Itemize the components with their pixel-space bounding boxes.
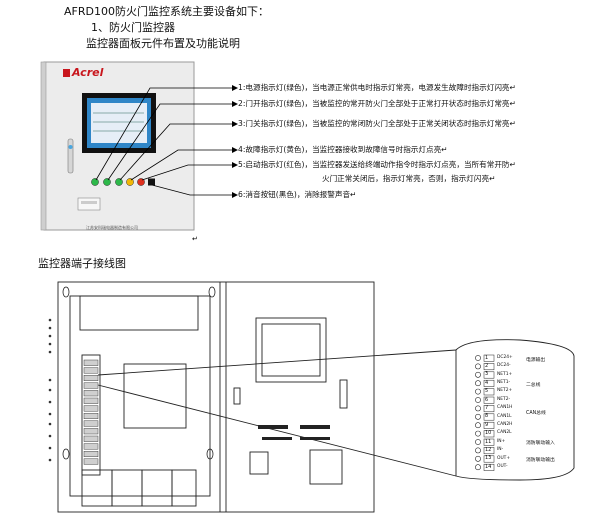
section-subtitle: 监控器面板元件布置及功能说明 — [86, 37, 240, 50]
callout-2: 2:门开指示灯(绿色)，当被监控的常开防火门全部处于正常打开状态时指示灯常亮↵ — [238, 99, 516, 108]
terminal-code: NET2+ — [497, 388, 513, 394]
led-door-open — [103, 178, 111, 186]
terminal-group-label: 消防联动输出 — [526, 458, 555, 463]
callout-3: 3:门关指示灯(绿色)，当被监控的常闭防火门全部处于正常关闭状态时指示灯常亮↵ — [238, 119, 516, 128]
terminal-number: 4 — [485, 379, 489, 386]
terminal-slot — [83, 367, 99, 374]
terminal-screw — [475, 388, 481, 395]
callout-6: 6:消音按钮(黑色)，消除报警声音↵ — [238, 190, 357, 199]
terminal-screw — [475, 430, 481, 437]
terminal-screw — [475, 413, 481, 420]
terminal-screw — [475, 371, 481, 378]
terminal-number: 14 — [485, 463, 492, 470]
terminal-number: 6 — [485, 396, 489, 403]
terminal-group-label: 电源输出 — [526, 358, 546, 363]
terminal-slot — [83, 382, 99, 389]
led-fault — [126, 178, 134, 186]
terminal-screw — [475, 455, 481, 462]
terminal-number: 2 — [485, 363, 489, 369]
terminal-number: 7 — [485, 405, 489, 411]
terminal-screw — [475, 439, 481, 445]
terminal-group-label: CAN总线 — [526, 411, 546, 416]
terminal-screw — [475, 397, 481, 403]
terminal-number: 3 — [485, 371, 489, 378]
brand-name: Acrel — [72, 66, 104, 79]
terminal-slot — [83, 359, 99, 366]
led-door-closed — [115, 178, 123, 186]
terminal-number: 1 — [485, 354, 489, 361]
wiring-diagram-title: 监控器端子接线图 — [38, 257, 126, 270]
terminal-screw — [475, 464, 481, 471]
terminal-code: CAN1L — [497, 413, 512, 419]
terminal-number: 11 — [485, 438, 492, 445]
terminal-slot — [83, 451, 99, 458]
terminal-code: CAN2H — [497, 422, 513, 427]
cabinet-outline — [57, 281, 375, 513]
terminal-number: 8 — [485, 413, 489, 420]
terminal-code: OUT- — [497, 464, 508, 469]
led-start — [137, 178, 145, 186]
terminal-slot — [83, 443, 99, 450]
maker-label: 江苏安科瑞电器制造有限公司 — [86, 225, 138, 230]
terminal-code: OUT+ — [497, 455, 511, 461]
terminal-slot — [83, 390, 99, 397]
terminal-screw — [475, 447, 481, 454]
terminal-number: 12 — [485, 447, 492, 453]
cabinet-edge — [40, 61, 47, 231]
document-title: AFRD100防火门监控系统主要设备如下： — [64, 5, 269, 18]
terminal-code: NET1- — [497, 380, 511, 385]
terminal-slot — [83, 397, 99, 404]
terminal-code: IN- — [497, 447, 504, 453]
terminal-screw — [475, 363, 481, 370]
terminal-group-label: 二总线 — [526, 383, 541, 388]
terminal-slot — [83, 435, 99, 442]
terminal-screw — [475, 422, 481, 429]
callout-1: 1:电源指示灯(绿色)，当电源正常供电时指示灯常亮，电源发生故障时指示灯闪亮↵ — [238, 83, 516, 92]
terminal-group-label: 消防联动输入 — [526, 441, 555, 446]
terminal-slot — [83, 428, 99, 435]
terminal-slot — [83, 420, 99, 427]
mute-button — [148, 178, 155, 186]
terminal-slot — [83, 458, 99, 465]
terminal-code: NET1+ — [497, 371, 513, 377]
terminal-code: CAN2L — [497, 430, 512, 436]
terminal-screw — [475, 380, 481, 387]
brand-logo-mark — [63, 69, 70, 77]
terminal-screw — [475, 405, 481, 412]
terminal-code: NET2- — [497, 396, 511, 402]
terminal-code: IN+ — [497, 438, 506, 444]
callout-5-line2: 火门正常关闭后，指示灯常亮，否则，指示灯闪亮↵ — [322, 174, 496, 183]
callout-4: 4:故障指示灯(黄色)，当监控器接收到故障信号时指示灯点亮↵ — [238, 145, 448, 154]
callout-5: 5:启动指示灯(红色)，当监控器发送给终端动作指令时指示灯点亮，当所有常开防↵ — [238, 160, 516, 169]
terminal-screw — [475, 355, 481, 361]
terminal-slot — [83, 413, 99, 420]
terminal-number: 13 — [485, 455, 492, 462]
svg-text:↵: ↵ — [192, 235, 198, 243]
led-power — [91, 178, 99, 186]
terminal-code: DC24+ — [497, 354, 513, 360]
terminal-number: 10 — [485, 430, 492, 437]
terminal-slot — [83, 405, 99, 412]
terminal-code: CAN1H — [497, 405, 513, 411]
terminal-number: 5 — [485, 388, 489, 395]
section-item-1: 1、防火门监控器 — [91, 21, 175, 34]
terminal-number: 9 — [485, 421, 489, 428]
terminal-code: DC24- — [497, 363, 511, 369]
terminal-slot — [83, 375, 99, 382]
